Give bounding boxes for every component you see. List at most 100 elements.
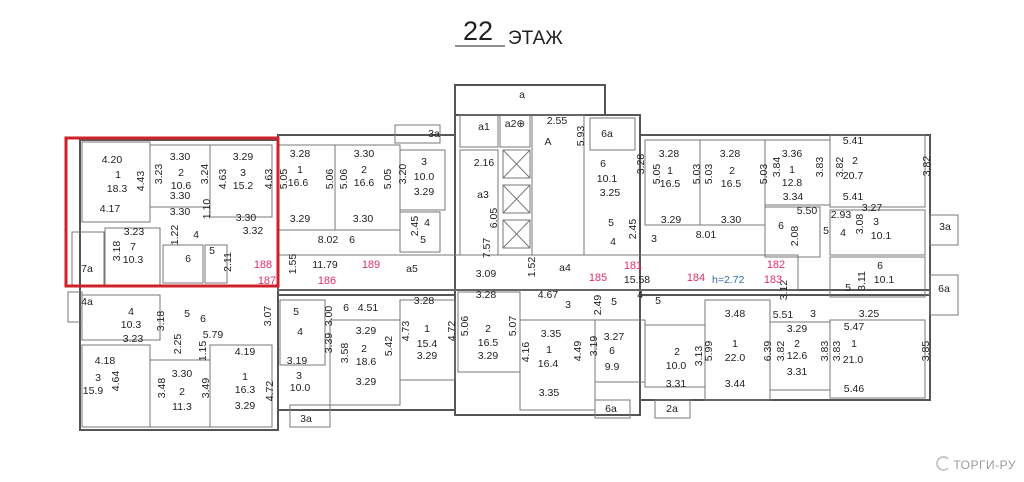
room-label: 3.18 [155, 311, 167, 332]
room-label: 4 [637, 289, 643, 301]
room-label: 5 [293, 306, 299, 318]
room-label: 3.11 [856, 271, 868, 291]
room-label: 10.6 [171, 180, 192, 192]
room-label: 5 [655, 295, 661, 307]
room-label: 7а [81, 263, 93, 275]
room-label: 3.82 [775, 341, 787, 362]
room-label: 5.99 [703, 341, 715, 362]
room-label: 1 [732, 338, 738, 350]
room-label: 1 [297, 164, 303, 176]
room-label: 1 [789, 164, 795, 176]
room-label: 10.1 [874, 274, 895, 286]
room-label: 3.28 [290, 148, 311, 160]
room-label: 10.0 [414, 171, 435, 183]
room-label: А [544, 136, 551, 148]
room-label: 12.6 [787, 350, 808, 362]
room-label: 8.02 [318, 234, 339, 246]
selected-apartment-highlight[interactable] [64, 136, 280, 288]
room-label: 3.27 [604, 331, 625, 343]
room-label: 3.82 [921, 156, 933, 177]
room-label: 3.07 [262, 306, 274, 327]
room-label: 3.31 [787, 366, 808, 378]
room-label: 5.46 [844, 383, 865, 395]
room-label: 4.63 [263, 169, 275, 190]
room-label: 3.83 [819, 341, 831, 362]
room-label: 3а [300, 413, 312, 425]
room-label: 3.35 [539, 387, 560, 399]
floor-number: 22 [463, 16, 493, 46]
room-label: 1.15 [197, 341, 209, 362]
room-label: 22.0 [725, 352, 746, 364]
room-label: 3.29 [233, 151, 254, 163]
room-label: 3.25 [859, 308, 880, 320]
room-label: 2.55 [547, 115, 568, 127]
room-label: 10.1 [871, 230, 892, 242]
room-label: 1 [424, 323, 430, 335]
room-label: 3.29 [417, 350, 438, 362]
room-label: 5.03 [703, 164, 715, 185]
room-label: 3а [939, 221, 951, 233]
room-label: 5.93 [575, 126, 587, 147]
room-label: 3 [240, 167, 246, 179]
room-label: 2 [852, 155, 858, 167]
room-label: 3.58 [339, 343, 351, 364]
room-label: 6 [349, 234, 355, 246]
room-label: 2 [361, 343, 367, 355]
room-label: 1.55 [287, 254, 299, 275]
room-label: 3 [95, 372, 101, 384]
room-label: 7 [130, 241, 136, 253]
room-label: 3 [296, 370, 302, 382]
room-label: 3.49 [200, 378, 212, 399]
room-label: 5.06 [459, 316, 471, 337]
apartment-number[interactable]: 181 [624, 260, 642, 272]
room-label: 6 [877, 260, 883, 272]
room-label: 3.19 [287, 355, 308, 367]
room-label: 3.31 [666, 378, 687, 390]
room-label: 2 [178, 167, 184, 179]
room-label: 4.16 [520, 342, 532, 363]
apartment-number[interactable]: 185 [589, 272, 607, 284]
room-label: 5.07 [507, 316, 519, 337]
walls [67, 84, 959, 431]
room-label: 4 [840, 227, 846, 239]
room-label: 2.45 [627, 219, 639, 240]
room-label: 3.20 [397, 164, 409, 185]
room-label: а2⊕ [505, 118, 526, 130]
room-label: 3.44 [725, 378, 746, 390]
room-label: 6а [938, 283, 950, 295]
room-label: 3.28 [476, 289, 497, 301]
room-label: 8.01 [696, 229, 717, 241]
room-label: 6 [185, 253, 191, 265]
room-label: 5.50 [797, 205, 818, 217]
room-label: 5 [184, 308, 190, 320]
room-label: 3.48 [156, 378, 168, 399]
room-label: 3.83 [814, 157, 826, 178]
room-label: 3.29 [478, 350, 499, 362]
room-label: 2.93 [831, 209, 852, 221]
room-label: 1 [546, 344, 552, 356]
apartment-number[interactable]: 189 [362, 259, 380, 271]
apartment-number[interactable]: 188 [254, 259, 272, 271]
room-label: 3.30 [172, 368, 193, 380]
room-label: 6а [601, 128, 613, 140]
apartment-number[interactable]: 187 [258, 275, 276, 287]
room-label: 5.05 [278, 169, 290, 190]
apartment-number[interactable]: 182 [767, 259, 785, 271]
room-label: 16.5 [478, 337, 499, 349]
room-label: 15.58 [624, 274, 650, 286]
room-label: 9.9 [605, 361, 620, 373]
room-label: 5.42 [383, 336, 395, 357]
room-label: 3.82 [834, 157, 846, 178]
room-label: 2.25 [172, 334, 184, 355]
watermark: ТОРГИ-РУ [936, 456, 1016, 472]
room-label: 4.49 [572, 341, 584, 362]
apartment-number[interactable]: 183 [764, 274, 782, 286]
room-label: 6а [605, 403, 617, 415]
room-label: 5.03 [691, 164, 703, 185]
room-label: 4.43 [135, 171, 147, 192]
watermark-text: ТОРГИ-РУ [953, 458, 1016, 472]
apartment-number[interactable]: 184 [687, 272, 705, 284]
room-label: 3.28 [635, 154, 647, 175]
apartment-number[interactable]: 186 [318, 275, 336, 287]
room-label: 3.23 [153, 164, 165, 185]
